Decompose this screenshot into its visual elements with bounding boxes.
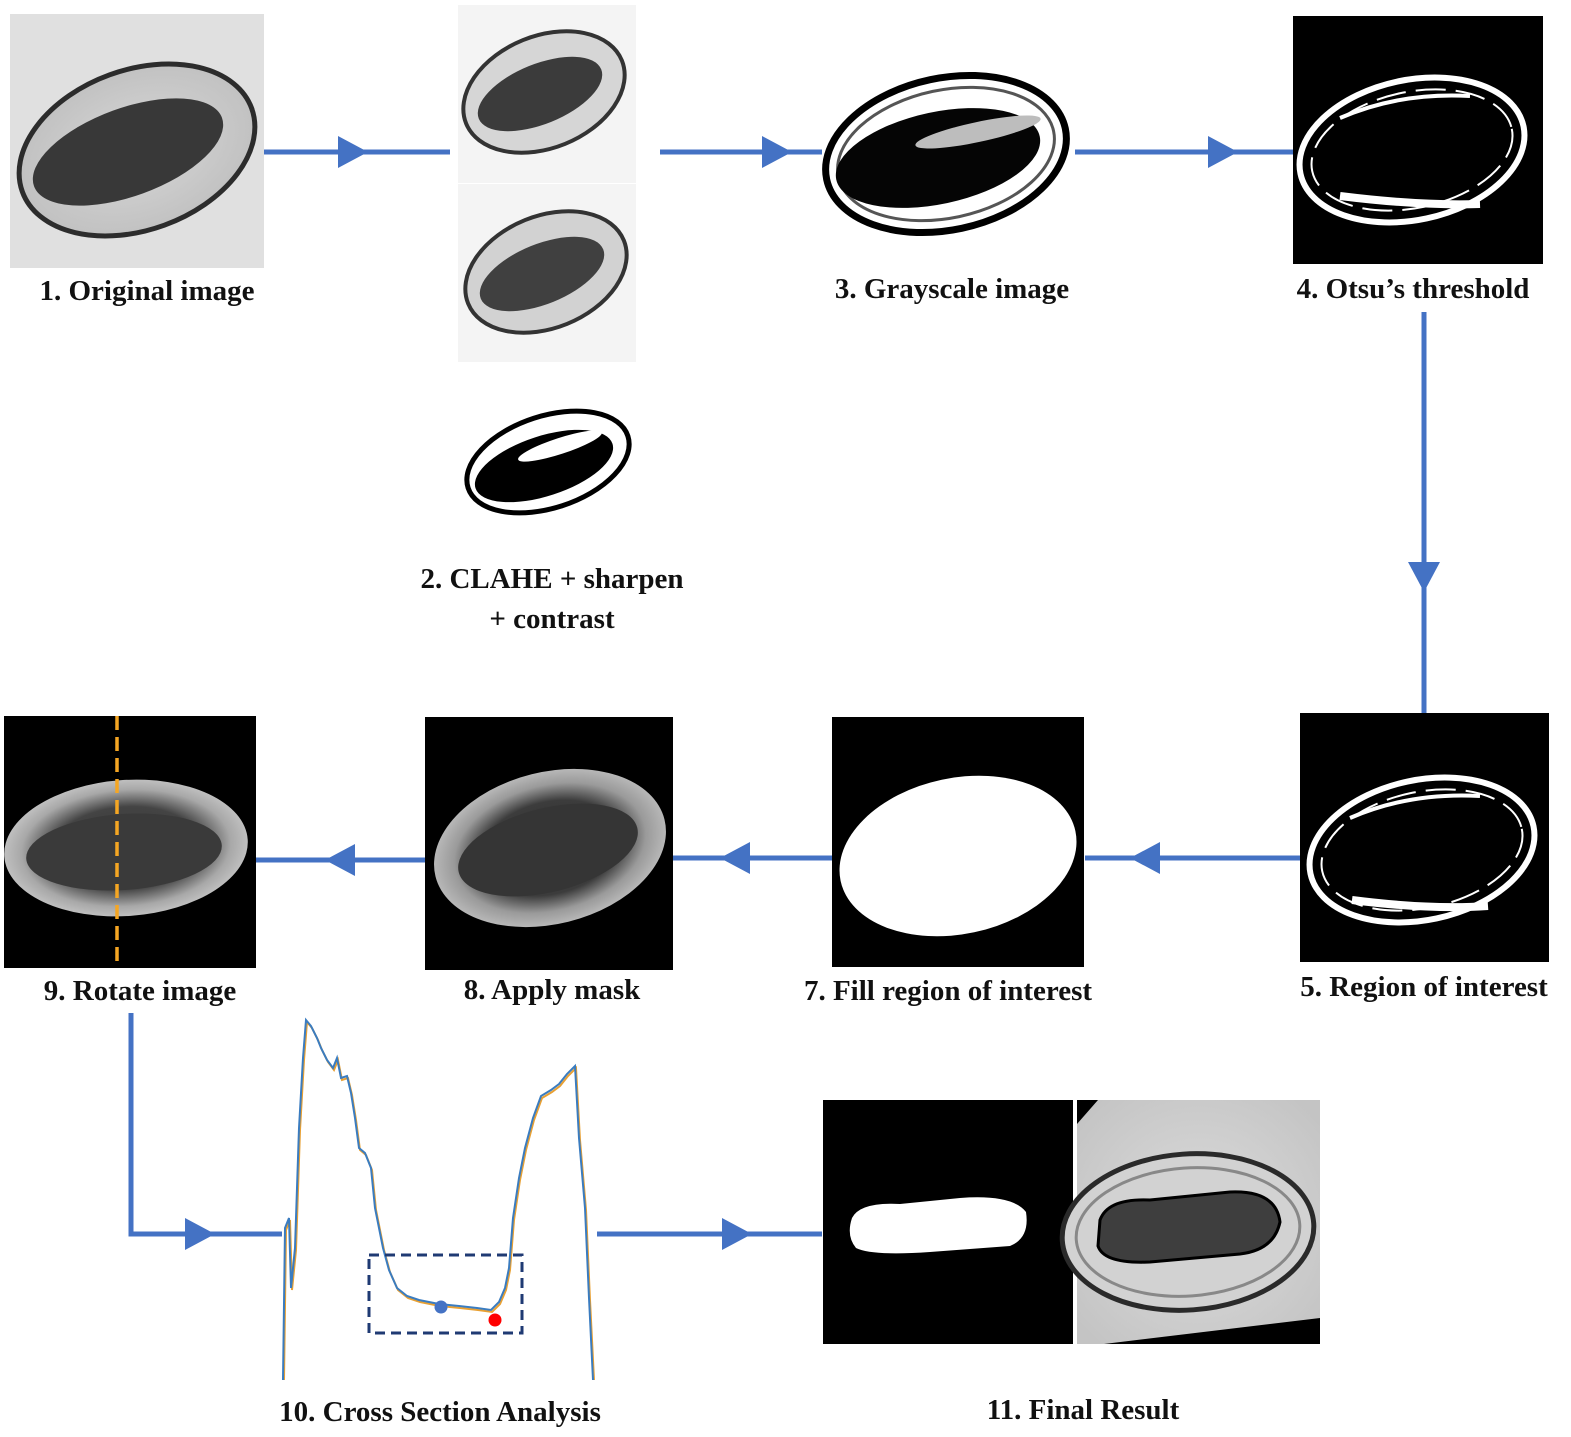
step-2-label-line-2: + contrast bbox=[489, 603, 615, 635]
step-9-label: 9. Rotate image bbox=[44, 975, 237, 1007]
filled-mask-icon bbox=[832, 717, 1084, 967]
step-1-original-image: 1. Original image bbox=[10, 14, 264, 307]
arrow-2-to-3 bbox=[660, 136, 822, 168]
pollen-grain-grayscale-icon bbox=[822, 71, 1070, 237]
step-3-label: 3. Grayscale image bbox=[835, 273, 1069, 305]
step-1-label: 1. Original image bbox=[39, 275, 254, 307]
step-3-grayscale-image: 3. Grayscale image bbox=[822, 71, 1070, 305]
arrow-4-to-5 bbox=[1408, 312, 1440, 713]
step-10-label: 10. Cross Section Analysis bbox=[279, 1396, 601, 1428]
arrow-9-to-10 bbox=[128, 1013, 282, 1250]
step-5-region-of-interest: 5. Region of interest bbox=[1300, 713, 1549, 1003]
red-marker bbox=[488, 1313, 502, 1327]
step-2-label-line-1: 2. CLAHE + sharpen bbox=[420, 563, 683, 595]
step-2-clahe-sharpen-contrast: 2. CLAHE + sharpen + contrast bbox=[420, 5, 684, 635]
step-8-apply-mask: 8. Apply mask bbox=[425, 717, 673, 1006]
arrow-1-to-2 bbox=[264, 136, 450, 168]
step-4-label: 4. Otsu’s threshold bbox=[1297, 273, 1530, 305]
step-7-fill-region-of-interest: 7. Fill region of interest bbox=[804, 717, 1092, 1007]
arrow-7-to-8 bbox=[673, 842, 832, 874]
profile-trace-blue bbox=[282, 1017, 594, 1381]
step-8-label: 8. Apply mask bbox=[464, 974, 641, 1006]
pollen-grain-binary-outline-icon bbox=[1293, 16, 1543, 264]
pollen-grain-roi-outline-icon bbox=[1300, 713, 1549, 962]
step-11-final-result: 11. Final Result bbox=[823, 1100, 1320, 1426]
profile-trace-orange bbox=[283, 1019, 595, 1381]
roi-box bbox=[367, 1253, 524, 1335]
arrow-10-to-11 bbox=[597, 1218, 822, 1250]
blue-marker bbox=[434, 1300, 448, 1314]
cross-section-profile-icon bbox=[282, 1017, 595, 1381]
masked-pollen-grain-icon bbox=[425, 717, 673, 970]
rotated-pollen-grain-icon bbox=[4, 716, 256, 968]
arrow-5-to-7 bbox=[1085, 842, 1300, 874]
step-5-label: 5. Region of interest bbox=[1300, 971, 1548, 1003]
arrow-8-to-9 bbox=[256, 844, 425, 876]
step-4-otsu-threshold: 4. Otsu’s threshold bbox=[1293, 16, 1543, 305]
final-segmentation-icon bbox=[823, 1100, 1320, 1344]
pollen-grain-enhanced-stack-icon bbox=[458, 5, 636, 516]
step-7-label: 7. Fill region of interest bbox=[804, 975, 1092, 1007]
step-9-rotate-image: 9. Rotate image bbox=[4, 716, 256, 1007]
arrow-3-to-4 bbox=[1075, 136, 1293, 168]
step-10-cross-section-analysis: 10. Cross Section Analysis bbox=[279, 1017, 601, 1428]
step-11-label: 11. Final Result bbox=[987, 1394, 1180, 1426]
pollen-grain-original-icon bbox=[10, 14, 264, 268]
